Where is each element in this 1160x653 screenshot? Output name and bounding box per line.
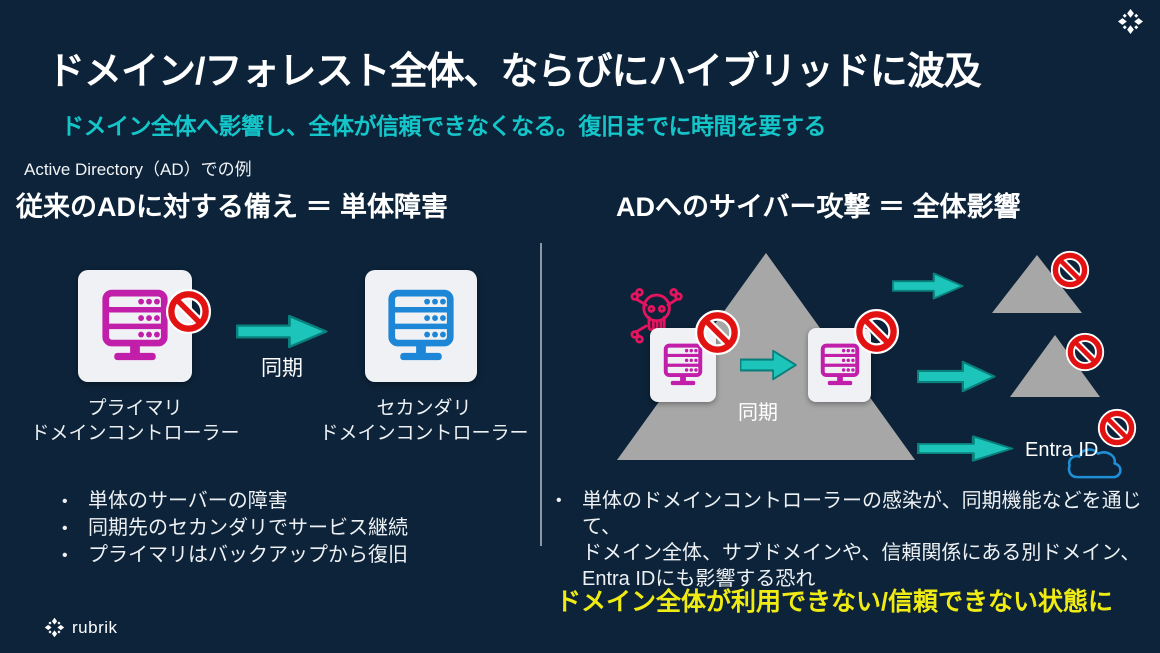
bullet-text: 同期先のセカンダリでサービス継続: [88, 517, 408, 539]
secondary-dc-label: セカンダリ ドメインコントローラー: [312, 396, 536, 446]
bullet-dot: •: [62, 520, 68, 537]
prohibition-icon: [1097, 408, 1137, 448]
server-icon: [96, 287, 174, 365]
bullet-dot: •: [62, 547, 68, 564]
prohibition-icon: [1050, 250, 1090, 290]
warning-text: ドメイン全体が利用できない/信頼できない状態に: [556, 588, 1113, 616]
secondary-dc-label-line2: ドメインコントローラー: [319, 423, 529, 444]
server-icon: [382, 287, 460, 365]
context-label: Active Directory（AD）での例: [24, 160, 252, 179]
prohibition-icon: [1065, 332, 1105, 372]
prohibition-icon: [165, 288, 212, 335]
slide-title: ドメイン/フォレスト全体、ならびにハイブリッドに波及: [47, 51, 982, 93]
bullet-item: • 単体のサーバーの障害: [62, 488, 408, 515]
bullet-dot: •: [62, 493, 68, 510]
bullet-text: 単体のサーバーの障害: [88, 490, 288, 512]
slide-subtitle: ドメイン全体へ影響し、全体が信頼できなくなる。復旧までに時間を要する: [61, 113, 827, 139]
bullet-line: 単体のドメインコントローラーの感染が、同期機能などを通じて、: [582, 490, 1142, 538]
bullet-dot: •: [556, 492, 562, 509]
rubrik-wordmark: rubrik: [72, 617, 118, 637]
panel-divider: [540, 243, 542, 546]
bullet-text: プライマリはバックアップから復旧: [88, 544, 408, 566]
rubrik-mark-icon: [1117, 8, 1144, 35]
rubrik-mark-icon: [44, 617, 65, 638]
bullet-text: 単体のドメインコントローラーの感染が、同期機能などを通じて、 ドメイン全体、サブ…: [582, 488, 1156, 592]
rubrik-logo: rubrik: [44, 617, 118, 638]
sync-arrow-icon: [740, 348, 797, 382]
entra-id-label: Entra ID: [1025, 439, 1099, 461]
left-heading: 従来のADに対する備え ＝ 単体障害: [16, 192, 448, 222]
bullet-line: ドメイン全体、サブドメインや、信頼関係にある別ドメイン、: [582, 542, 1141, 564]
bullet-line: Entra IDにも影響する恐れ: [582, 568, 816, 590]
bullet-item: • 同期先のセカンダリでサービス継続: [62, 515, 408, 542]
secondary-dc-card: [365, 270, 477, 382]
sync-label: 同期: [261, 357, 303, 380]
bullet-item: • 単体のドメインコントローラーの感染が、同期機能などを通じて、 ドメイン全体、…: [556, 488, 1156, 592]
bullet-item: • プライマリはバックアップから復旧: [62, 542, 408, 569]
left-bullet-list: • 単体のサーバーの障害 • 同期先のセカンダリでサービス継続 • プライマリはバック…: [62, 488, 408, 569]
spread-arrow-icon: [892, 271, 964, 301]
spread-arrow-icon: [917, 359, 996, 394]
primary-dc-label-line1: プライマリ: [87, 398, 183, 419]
primary-dc-label-line2: ドメインコントローラー: [30, 423, 240, 444]
primary-dc-label: プライマリ ドメインコントローラー: [24, 396, 246, 446]
prohibition-icon: [694, 309, 741, 356]
right-heading: ADへのサイバー攻撃 ＝ 全体影響: [616, 192, 1021, 222]
secondary-dc-label-line1: セカンダリ: [376, 398, 472, 419]
sync-arrow-icon: [236, 313, 328, 350]
spread-arrow-icon: [917, 434, 1014, 463]
prohibition-icon: [853, 308, 900, 355]
sync-label: 同期: [738, 402, 778, 424]
right-bullet-list: • 単体のドメインコントローラーの感染が、同期機能などを通じて、 ドメイン全体、…: [556, 488, 1156, 592]
